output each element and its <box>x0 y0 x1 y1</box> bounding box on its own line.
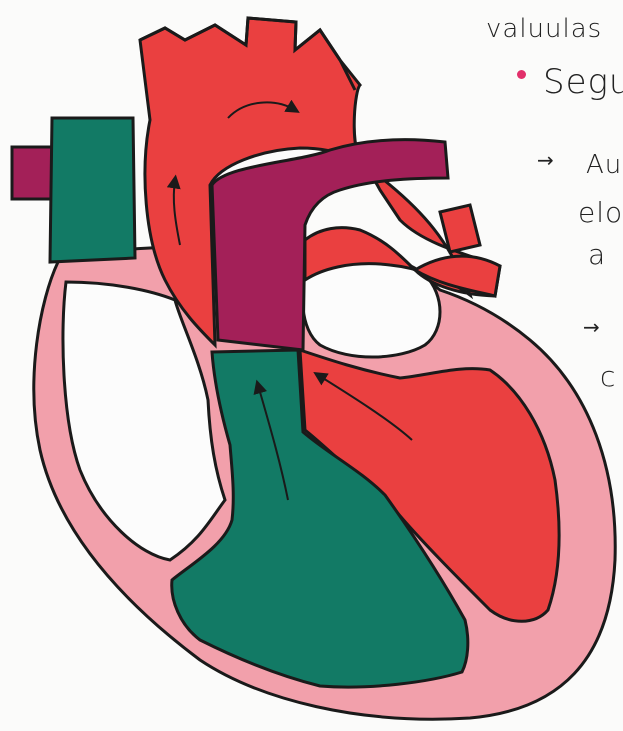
note-line-1: Au <box>586 150 622 180</box>
note-line-4: c <box>600 360 616 393</box>
note-line-3: a <box>588 238 606 271</box>
note-line-2: elo <box>578 196 623 229</box>
note-arrow-icon: → <box>537 148 554 172</box>
superior-vena-cava <box>50 118 135 262</box>
bullet-dot <box>517 70 526 79</box>
notes-title: valuulas <box>486 14 602 44</box>
note-arrow-icon: → <box>583 315 600 339</box>
bullet-text: Segu <box>543 62 623 102</box>
